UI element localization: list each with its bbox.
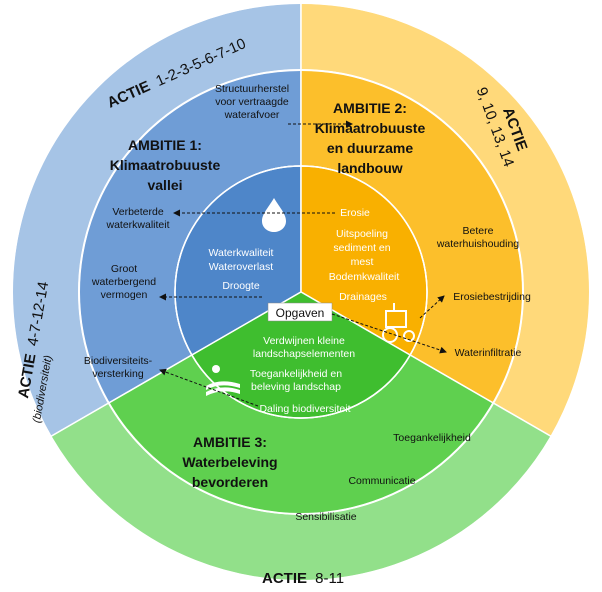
- strategy-groot-waterbergend: Groot waterbergend vermogen: [91, 263, 156, 301]
- outer-ring-outline: [11, 2, 591, 582]
- inner-ring-outline: [174, 165, 428, 419]
- strategy-sensibilisatie: Sensibilisatie: [295, 511, 356, 523]
- svg-text:bevorderen: bevorderen: [192, 474, 268, 490]
- strategy-communicatie: Communicatie: [348, 475, 415, 487]
- issue-daling-biodiversiteit: Daling biodiversiteit: [259, 403, 350, 415]
- issue-verdwijnen-landschapselementen: Verdwijnen kleine landschapselementen: [253, 335, 355, 360]
- issue-toegankelijkheid-beleving: Toegankelijkheid en beleving landschap: [250, 368, 342, 393]
- svg-text:Biodiversiteits-: Biodiversiteits-: [84, 355, 153, 367]
- svg-text:vermogen: vermogen: [101, 289, 148, 301]
- arrow-biodiversiteit: [159, 368, 259, 407]
- strategy-betere-waterhuishouding: Betere waterhuishouding: [436, 225, 519, 250]
- issue-waterkwaliteit: Waterkwaliteit: [209, 247, 274, 259]
- svg-text:Klimaatrobuuste: Klimaatrobuuste: [110, 157, 221, 173]
- svg-text:Uitspoeling: Uitspoeling: [336, 228, 388, 240]
- issue-drainages: Drainages: [339, 291, 387, 303]
- svg-text:landschapselementen: landschapselementen: [253, 348, 355, 360]
- strategy-toegankelijkheid: Toegankelijkheid: [393, 432, 471, 444]
- svg-text:Verbeterde: Verbeterde: [112, 206, 164, 218]
- strategy-biodiversiteitsversterking: Biodiversiteits- versterking: [84, 355, 153, 380]
- svg-text:waterafvoer: waterafvoer: [224, 109, 280, 121]
- center-label: Opgaven: [276, 306, 325, 320]
- svg-text:Groot: Groot: [111, 263, 137, 275]
- strategy-structuurherstel: Structuurherstel voor vertraagde wateraf…: [215, 83, 289, 121]
- svg-text:waterbergend: waterbergend: [91, 276, 156, 288]
- svg-text:sediment en: sediment en: [333, 242, 390, 254]
- svg-text:AMBITIE 1:: AMBITIE 1:: [128, 137, 202, 153]
- svg-text:voor vertraagde: voor vertraagde: [215, 96, 289, 108]
- svg-text:mest: mest: [351, 256, 374, 268]
- arrow-drainages-erosiebestrijding: [419, 295, 445, 319]
- svg-text:landbouw: landbouw: [337, 160, 402, 176]
- green-action-label: ACTIE 8-11: [262, 570, 344, 587]
- center-label-box: [267, 302, 333, 322]
- svg-text:beleving landschap: beleving landschap: [251, 381, 341, 393]
- svg-text:Klimaatrobuuste: Klimaatrobuuste: [315, 120, 426, 136]
- svg-text:AMBITIE 3:: AMBITIE 3:: [193, 434, 267, 450]
- svg-text:Waterbeleving: Waterbeleving: [182, 454, 277, 470]
- svg-text:Toegankelijkheid en: Toegankelijkheid en: [250, 368, 342, 380]
- ambition-2-title: AMBITIE 2: Klimaatrobuuste en duurzame l…: [315, 100, 426, 176]
- svg-text:waterhuishouding: waterhuishouding: [436, 238, 519, 250]
- issue-erosie: Erosie: [340, 207, 370, 219]
- water-drop-icon: [262, 198, 286, 232]
- svg-text:vallei: vallei: [147, 177, 182, 193]
- issue-droogte: Droogte: [222, 280, 260, 292]
- issue-bodemkwaliteit: Bodemkwaliteit: [329, 271, 400, 283]
- arrow-opgaven-waterinfiltratie: [331, 313, 447, 354]
- svg-text:AMBITIE 2:: AMBITIE 2:: [333, 100, 407, 116]
- svg-text:Betere: Betere: [463, 225, 494, 237]
- ambition-3-title: AMBITIE 3: Waterbeleving bevorderen: [182, 434, 277, 490]
- strategy-waterinfiltratie: Waterinfiltratie: [455, 347, 522, 359]
- svg-text:en duurzame: en duurzame: [327, 140, 414, 156]
- svg-text:versterking: versterking: [92, 368, 144, 380]
- issue-wateroverlast: Wateroverlast: [209, 261, 273, 273]
- svg-text:Structuurherstel: Structuurherstel: [215, 83, 289, 95]
- middle-ring-outline: [78, 69, 524, 515]
- issue-uitspoeling: Uitspoeling sediment en mest: [333, 228, 390, 268]
- strategy-verbeterde-waterkwaliteit: Verbeterde waterkwaliteit: [105, 206, 169, 231]
- tractor-icon: [382, 303, 415, 343]
- svg-text:waterkwaliteit: waterkwaliteit: [105, 219, 169, 231]
- ambition-1-title: AMBITIE 1: Klimaatrobuuste vallei: [110, 137, 221, 193]
- svg-text:Verdwijnen kleine: Verdwijnen kleine: [263, 335, 345, 347]
- strategy-erosiebestrijding: Erosiebestrijding: [453, 291, 531, 303]
